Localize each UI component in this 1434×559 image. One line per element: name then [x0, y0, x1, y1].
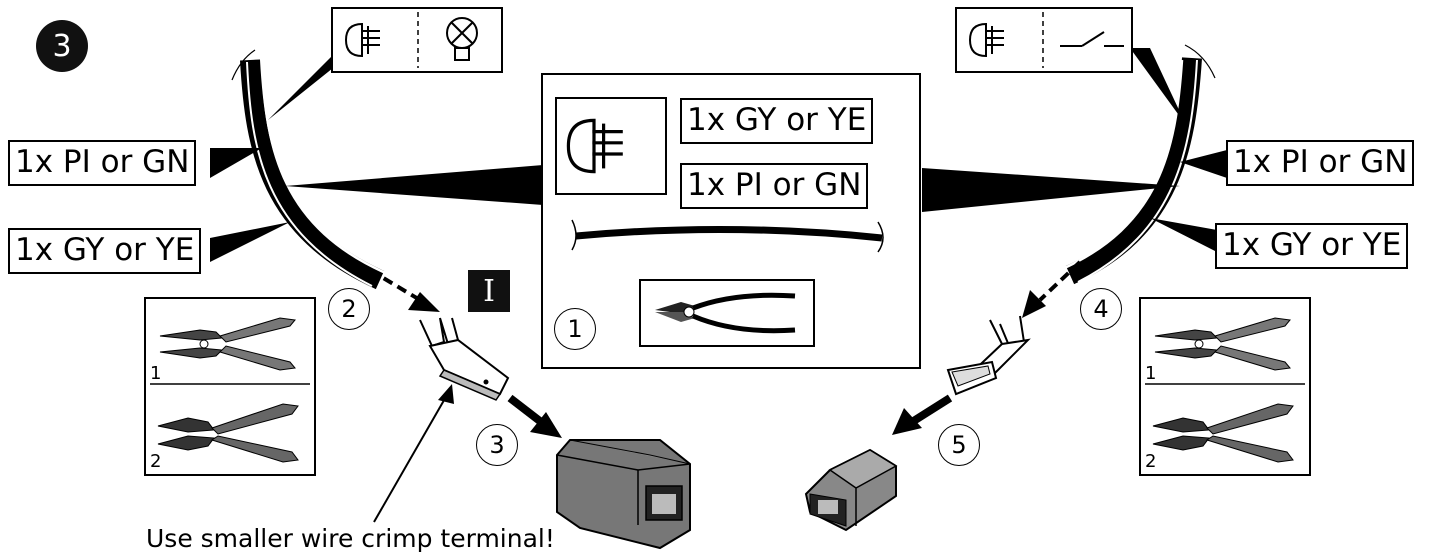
cut-wire — [571, 219, 884, 253]
right-lower-wire-label: 1x GY or YE — [1215, 223, 1409, 269]
left-lower-wire-label: 1x GY or YE — [8, 228, 202, 274]
center-lower-wire-label: 1x PI or GN — [680, 163, 869, 209]
tool-box-right — [1139, 297, 1311, 476]
connector-housing-right — [804, 448, 898, 532]
bulb-icon — [446, 17, 478, 61]
switch-icon — [1060, 31, 1124, 47]
tool-sub-label-right-1: 1 — [1145, 363, 1157, 384]
step-circle-5: 5 — [938, 424, 980, 466]
connector-housing-left — [556, 439, 691, 550]
left-wire-harness — [231, 49, 389, 290]
right-upper-wire-label: 1x PI or GN — [1226, 140, 1415, 186]
step-circle-1: 1 — [554, 308, 596, 350]
center-upper-wire-label: 1x GY or YE — [680, 98, 874, 144]
left-upper-wire-label: 1x PI or GN — [8, 140, 197, 186]
step-badge: 3 — [36, 20, 88, 72]
step-circle-3: 3 — [476, 424, 518, 466]
center-panel — [541, 73, 921, 369]
crimp-terminal-left — [419, 317, 510, 401]
process-arrows — [368, 260, 1082, 438]
crimp-terminal-right — [946, 315, 1031, 396]
roman-marker: I — [468, 270, 510, 312]
lamp-bulb-symbol-box — [331, 7, 503, 73]
note-text: Use smaller wire crimp terminal! — [146, 524, 555, 553]
side-cutter-icon — [655, 292, 796, 334]
step-circle-2: 2 — [328, 288, 370, 330]
tool-box-left — [144, 297, 316, 476]
note-arrow — [373, 384, 454, 523]
tool-sub-label-right-2: 2 — [1145, 451, 1157, 472]
tool-sub-label-left-2: 2 — [150, 451, 162, 472]
step-circle-4: 4 — [1080, 288, 1122, 330]
lamp-switch-symbol-box — [955, 7, 1133, 73]
tool-sub-label-left-1: 1 — [150, 363, 162, 384]
